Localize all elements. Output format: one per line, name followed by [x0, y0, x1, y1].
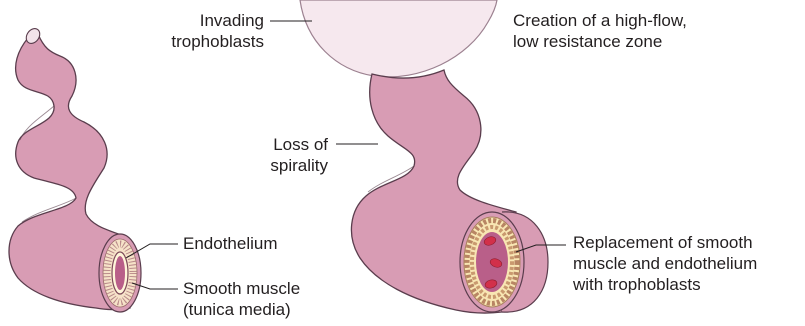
label-smooth-muscle: Smooth muscle (tunica media) [183, 278, 300, 320]
intervillous-dome [300, 0, 497, 77]
normal-spiral-artery [9, 26, 141, 312]
label-loss-of-spirality: Loss of spirality [270, 134, 328, 176]
label-replacement-with-trophoblasts: Replacement of smooth muscle and endothe… [573, 232, 757, 295]
label-high-flow-zone: Creation of a high-flow, low resistance … [513, 10, 687, 52]
normal-lumen [115, 256, 125, 290]
label-invading-trophoblasts: Invading trophoblasts [171, 10, 264, 52]
remodeled-spiral-artery [300, 0, 548, 313]
label-endothelium: Endothelium [183, 233, 278, 254]
